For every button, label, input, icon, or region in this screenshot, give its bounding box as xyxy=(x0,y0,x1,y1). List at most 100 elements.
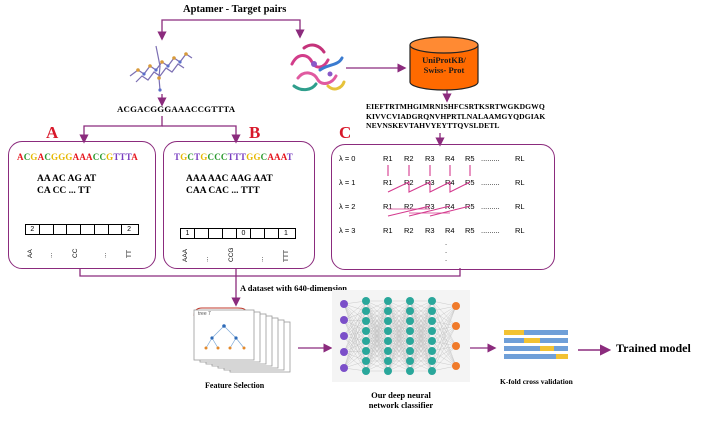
nn-node xyxy=(428,367,436,375)
panel-a-vector-label: AA xyxy=(27,249,35,258)
nn-node xyxy=(406,307,414,315)
panel-b-vector-cell xyxy=(209,229,223,238)
panel-a-vector-cell xyxy=(67,225,81,234)
nn-node xyxy=(452,302,460,310)
panel-a-vector-labels: AA...CC...TT xyxy=(25,236,137,260)
panel-b-nucleotide: T xyxy=(227,152,234,162)
panel-b-nucleotide: C xyxy=(207,152,215,162)
panel-b-nucleotide: G xyxy=(200,152,208,162)
nn-node xyxy=(428,317,436,325)
nn-node xyxy=(406,337,414,345)
classifier-label: Our deep neural network classifier xyxy=(368,390,434,410)
nn-node xyxy=(428,307,436,315)
nn-node xyxy=(362,307,370,315)
nn-node xyxy=(428,327,436,335)
nn-node xyxy=(362,317,370,325)
feature-selection-stack: tree 7 xyxy=(186,306,298,378)
panel-b-vector-label: CCG xyxy=(227,247,235,262)
panel-c-residue: R1 xyxy=(383,226,393,235)
panel-b-vector-label: ... xyxy=(257,256,265,262)
panel-a-nucleotide: G xyxy=(65,152,73,162)
panel-a-nucleotide: A xyxy=(72,152,80,162)
feature-selection-label: Feature Selection xyxy=(205,381,265,390)
panel-letter-a: A xyxy=(46,123,59,142)
panel-b-vector-cell xyxy=(251,229,265,238)
nn-node xyxy=(384,307,392,315)
panel-a-vector-cell xyxy=(40,225,54,234)
panel-a-vector-cell xyxy=(95,225,109,234)
panel-c-residue: R5 xyxy=(465,226,475,235)
panel-a-nucleotide: C xyxy=(99,152,107,162)
aptamer-sequence: ACGACGGGAAACCGTTTA xyxy=(117,104,236,114)
panel-b-nucleotide: T xyxy=(240,152,247,162)
panel-a-nucleotide: A xyxy=(17,152,24,162)
panel-c-vertical-dot: . xyxy=(445,246,448,255)
panel-c-correlation-lines xyxy=(387,165,471,217)
nn-node xyxy=(340,364,348,372)
panel-b-vector-cell xyxy=(265,229,279,238)
panel-a-colored-sequence: ACGACGGGAAACCGTTTA xyxy=(17,152,138,162)
panel-c-residue: R4 xyxy=(445,154,455,163)
nn-node xyxy=(384,297,392,305)
panel-b-colored-sequence: TGCTGCCCTTTGGCAAAT xyxy=(174,152,293,162)
nn-node xyxy=(452,342,460,350)
nn-node xyxy=(384,327,392,335)
panel-a-vector-cell: 2 xyxy=(26,225,40,234)
panel-a-nucleotide: C xyxy=(23,152,31,162)
panel-c-lambda-label: λ = 1 xyxy=(339,178,356,187)
panel-c-residue: R3 xyxy=(425,226,435,235)
nn-node xyxy=(384,317,392,325)
nn-node xyxy=(406,367,414,375)
panel-b-vector-label: ... xyxy=(202,256,210,262)
panel-a-nucleotide: G xyxy=(30,152,38,162)
panel-b-nucleotide: G xyxy=(180,152,188,162)
panel-a-nucleotide: A xyxy=(131,152,138,162)
panel-c-residue: R2 xyxy=(404,202,414,211)
panel-c-lambda-label: λ = 0 xyxy=(339,154,356,163)
nn-node xyxy=(406,317,414,325)
panel-b-vector-cell: 1 xyxy=(284,230,288,237)
nn-node xyxy=(384,347,392,355)
nn-node xyxy=(384,357,392,365)
nn-node xyxy=(362,347,370,355)
panel-c-box xyxy=(331,144,555,270)
panel-c-residue: R1 xyxy=(383,202,393,211)
panel-a-kmers: AA AC AG AT CA CC ... TT xyxy=(37,174,97,196)
panel-a-box xyxy=(8,141,156,269)
panel-b-nucleotide: A xyxy=(274,152,281,162)
panel-b-nucleotide: T xyxy=(174,152,181,162)
panel-a-vector-label: ... xyxy=(101,252,109,258)
nn-node xyxy=(428,347,436,355)
panel-c-ellipsis: ......... xyxy=(481,226,500,235)
panel-b-vector-cell xyxy=(195,229,209,238)
panel-c-last-residue: RL xyxy=(515,154,525,163)
panel-b-nucleotide: G xyxy=(246,152,254,162)
panel-a-nucleotide: T xyxy=(125,152,132,162)
panel-c-vertical-dot: . xyxy=(445,254,448,263)
panel-b-nucleotide: C xyxy=(260,152,268,162)
panel-letter-b: B xyxy=(249,123,261,142)
panel-b-vector-labels: AAA...CCG...TTT xyxy=(180,240,294,264)
panel-b-nucleotide: G xyxy=(253,152,261,162)
nn-node xyxy=(428,357,436,365)
panel-a-vector-cell xyxy=(54,225,68,234)
nn-node xyxy=(362,367,370,375)
panel-c-lambda-label: λ = 3 xyxy=(339,226,356,235)
nn-node xyxy=(384,367,392,375)
panel-c-residue: R2 xyxy=(404,226,414,235)
panel-b-nucleotide: T xyxy=(233,152,241,162)
nn-node xyxy=(362,297,370,305)
panel-a-vector-cell: 2 xyxy=(127,226,132,233)
panel-b-nucleotide: C xyxy=(187,152,195,162)
panel-c-ellipsis: ......... xyxy=(481,202,500,211)
aptamer-structure-image xyxy=(129,45,193,92)
panel-a-nucleotide: A xyxy=(37,152,45,162)
nn-node xyxy=(362,337,370,345)
nn-node xyxy=(340,300,348,308)
panel-a-nucleotide: C xyxy=(44,152,52,162)
panel-b-nucleotide: C xyxy=(220,152,228,162)
panel-c-ellipsis: ......... xyxy=(481,178,500,187)
uniprot-database-icon xyxy=(409,36,479,91)
